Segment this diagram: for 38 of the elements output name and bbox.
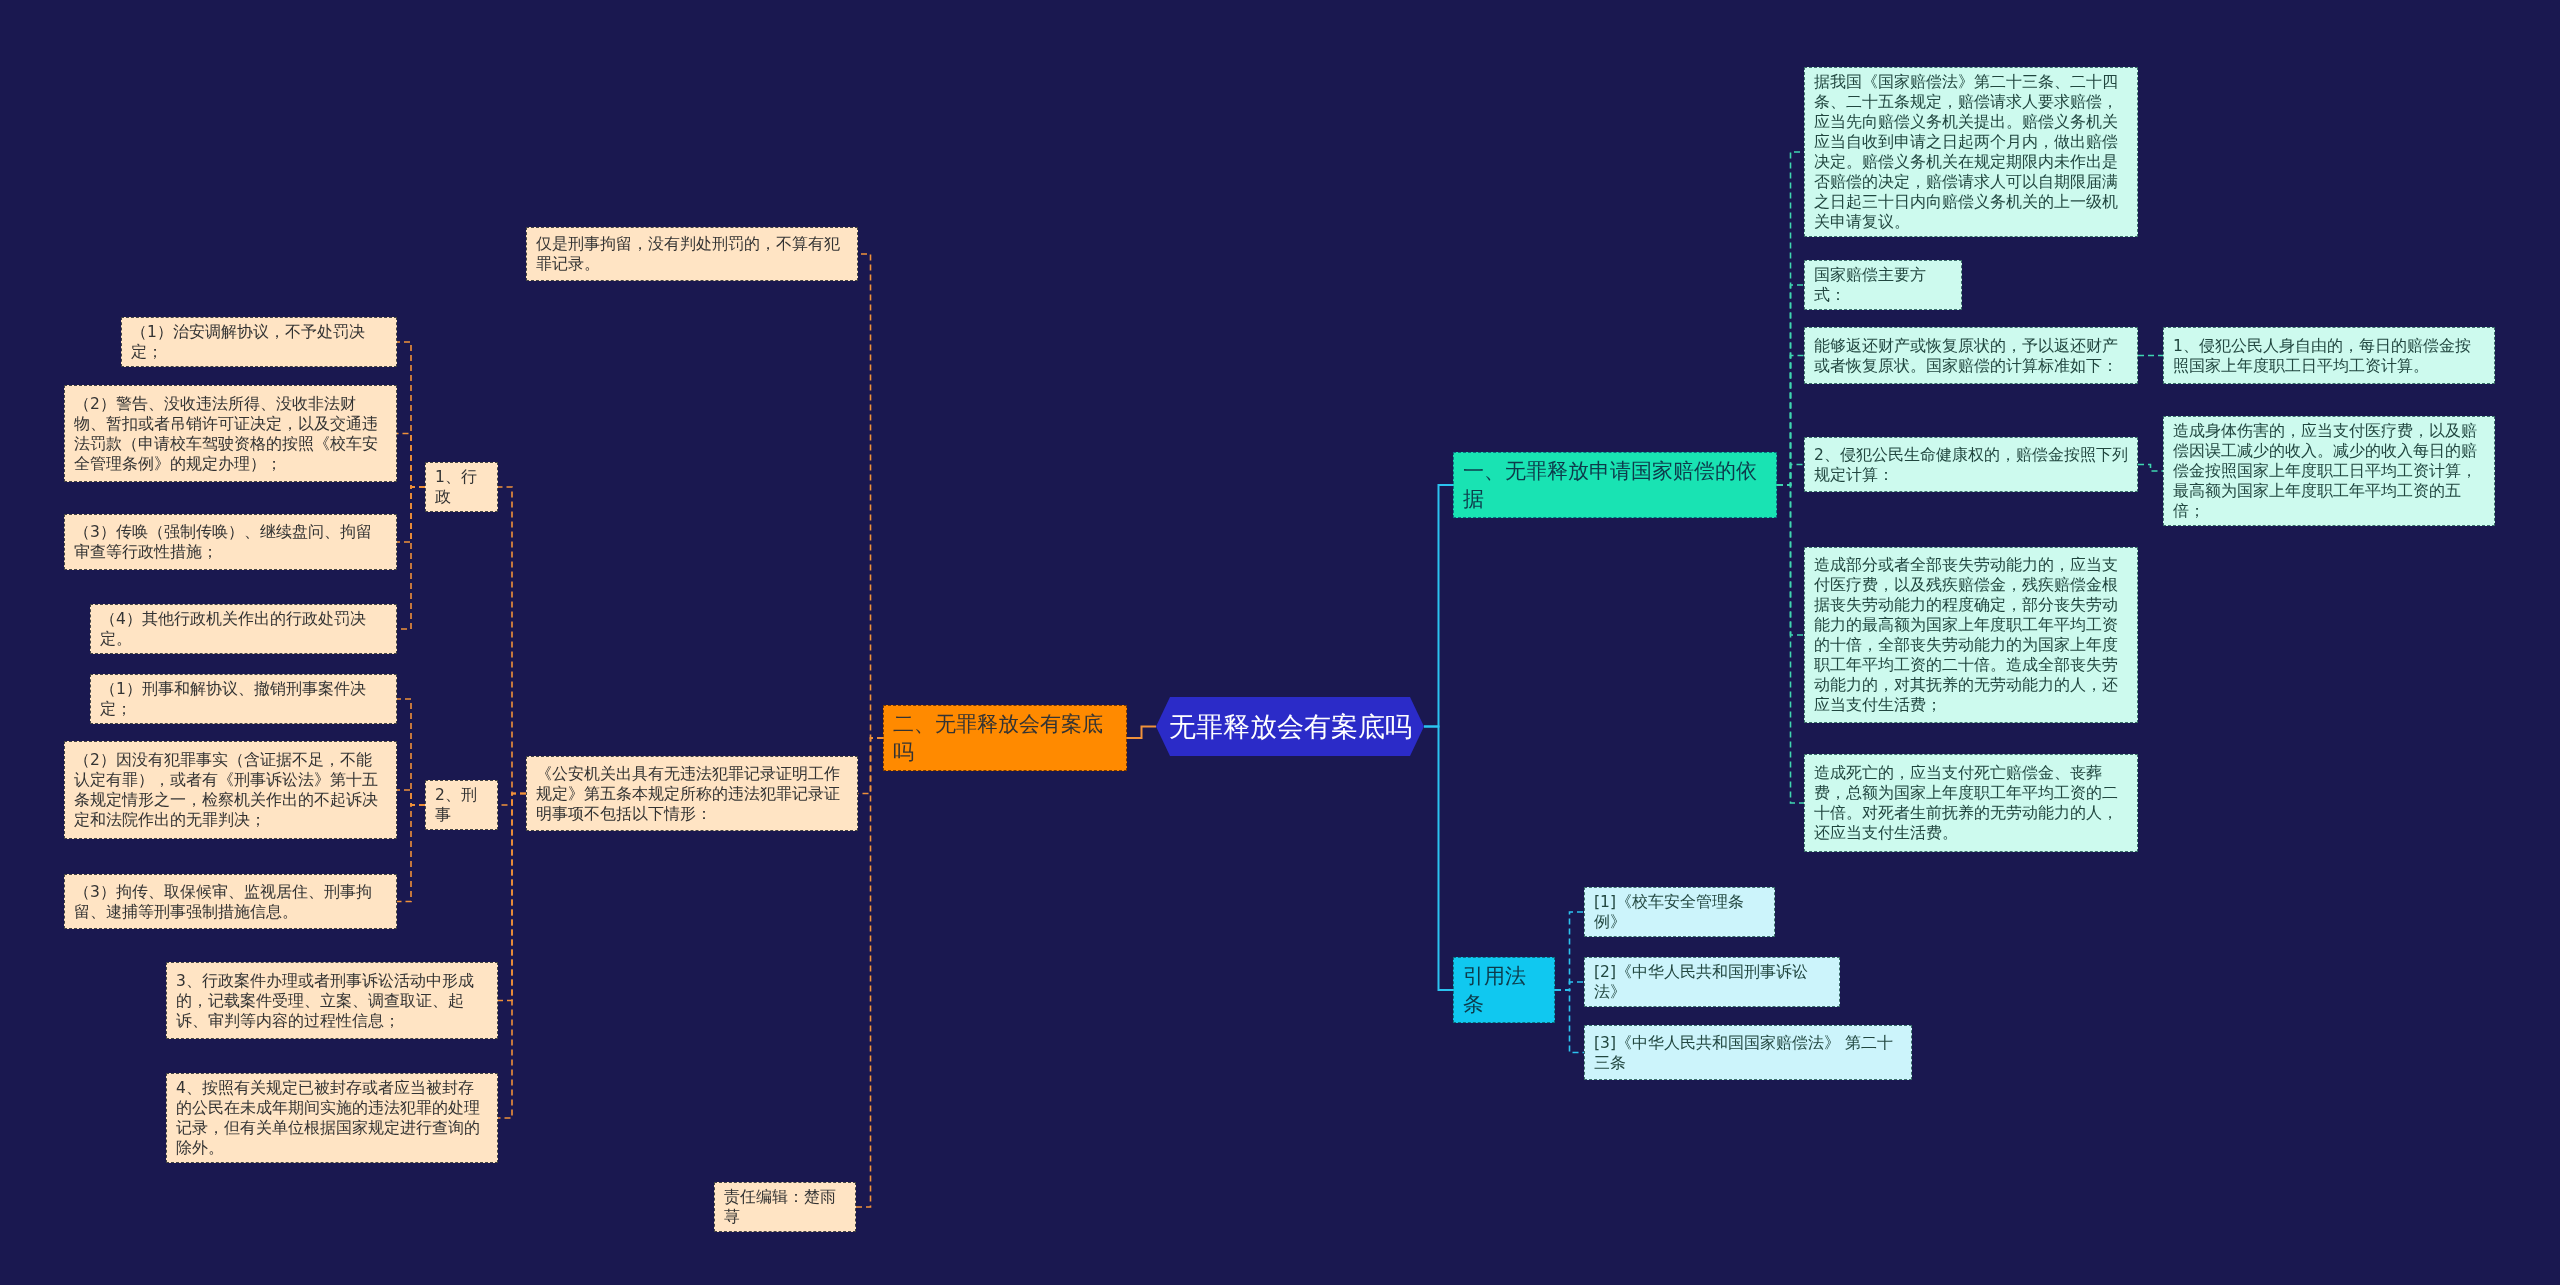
topic-box: （1）刑事和解协议、撤销刑事案件决定；: [90, 674, 397, 724]
topic-box: （2）因没有犯罪事实（含证据不足，不能认定有罪），或者有《刑事诉讼法》第十五条规定情形之一，检察机关作出的不起诉决定和法院作出的无罪判决；: [64, 741, 397, 839]
topic-box: （2）警告、没收违法所得、没收非法财物、暂扣或者吊销许可证决定，以及交通违法罚款（申请校车驾驶资格的按照《校车安全管理条例》的规定办理）；: [64, 385, 397, 482]
connector-line: [2137, 354, 2164, 357]
topic-box: （3）拘传、取保候审、监视居住、刑事拘留、逮捕等刑事强制措施信息。: [64, 874, 397, 929]
topic-box: 仅是刑事拘留，没有判处刑罚的，不算有犯罪记录。: [526, 227, 858, 281]
connector-line: [1554, 989, 1585, 1054]
topic-box: 据我国《国家赔偿法》第二十三条、二十四条、二十五条规定，赔偿请求人要求赔偿，应当先向赔偿义务机关提出。赔偿义务机关应当自收到申请之日起两个月内，做出赔偿决定。赔偿义务机关在规定期限内未作出是否赔偿的决定，赔偿请求人可以自期限届满之日起三十日内向赔偿义务机关的上一级机关申请复议。: [1804, 67, 2138, 237]
connector-line: [1776, 484, 1805, 804]
connector-line: [2137, 463, 2164, 472]
connector-line: [1126, 725, 1157, 739]
topic-box: [2]《中华人民共和国刑事诉讼法》: [1584, 957, 1840, 1007]
topic-box: 2、刑事: [425, 780, 498, 830]
topic-box: 国家赔偿主要方式：: [1804, 260, 1962, 310]
topic-box: 能够返还财产或恢复原状的，予以返还财产或者恢复原状。国家赔偿的计算标准如下：: [1804, 327, 2138, 384]
branch-topic: 一、无罪释放申请国家赔偿的依据: [1453, 452, 1777, 518]
central-topic: 无罪释放会有案底吗: [1156, 697, 1424, 756]
topic-box: 2、侵犯公民生命健康权的，赔偿金按照下列规定计算：: [1804, 437, 2138, 492]
topic-box: [1]《校车安全管理条例》: [1584, 887, 1775, 937]
branch-topic: 二、无罪释放会有案底吗: [883, 705, 1127, 771]
topic-box: 4、按照有关规定已被封存或者应当被封存的公民在未成年期间实施的违法犯罪的处理记录，但有关单位根据国家规定进行查询的除外。: [166, 1073, 498, 1163]
topic-box: 《公安机关出具有无违法犯罪记录证明工作规定》第五条本规定所称的违法犯罪记录证明事项不包括以下情形：: [526, 756, 858, 831]
topic-box: （3）传唤（强制传唤）、继续盘问、拘留审查等行政性措施；: [64, 514, 397, 570]
branch-topic: 引用法条: [1453, 957, 1555, 1023]
topic-box: 1、行政: [425, 462, 498, 512]
connector-line: [855, 737, 884, 1208]
topic-box: 3、行政案件办理或者刑事诉讼活动中形成的，记载案件受理、立案、调查取证、起诉、审判等内容的过程性信息；: [166, 962, 498, 1039]
topic-box: （4）其他行政机关作出的行政处罚决定。: [90, 604, 397, 654]
topic-box: 造成身体伤害的，应当支付医疗费，以及赔偿因误工减少的收入。减少的收入每日的赔偿金按照国家上年度职工日平均工资计算，最高额为国家上年度职工年平均工资的五倍；: [2163, 416, 2495, 526]
connector-line: [396, 804, 426, 903]
connector-line: [1423, 725, 1454, 991]
topic-box: 造成死亡的，应当支付死亡赔偿金、丧葬费，总额为国家上年度职工年平均工资的二十倍。对死者生前抚养的无劳动能力的人，还应当支付生活费。: [1804, 754, 2138, 852]
topic-box: 造成部分或者全部丧失劳动能力的，应当支付医疗费，以及残疾赔偿金，残疾赔偿金根据丧失劳动能力的程度确定，部分丧失劳动能力的最高额为国家上年度职工年平均工资的十倍，全部丧失劳动能力的为国家上年度职工年平均工资的二十倍。造成全部丧失劳动能力的，对其抚养的无劳动能力的人，还应当支付生活费；: [1804, 547, 2138, 723]
topic-box: 1、侵犯公民人身自由的，每日的赔偿金按照国家上年度职工日平均工资计算。: [2163, 327, 2495, 384]
topic-box: （1）治安调解协议，不予处罚决定；: [121, 317, 397, 367]
topic-box: 责任编辑：楚雨荨: [714, 1182, 856, 1232]
topic-box: [3]《中华人民共和国国家赔偿法》 第二十三条: [1584, 1025, 1912, 1080]
connector-line: [497, 792, 527, 1119]
